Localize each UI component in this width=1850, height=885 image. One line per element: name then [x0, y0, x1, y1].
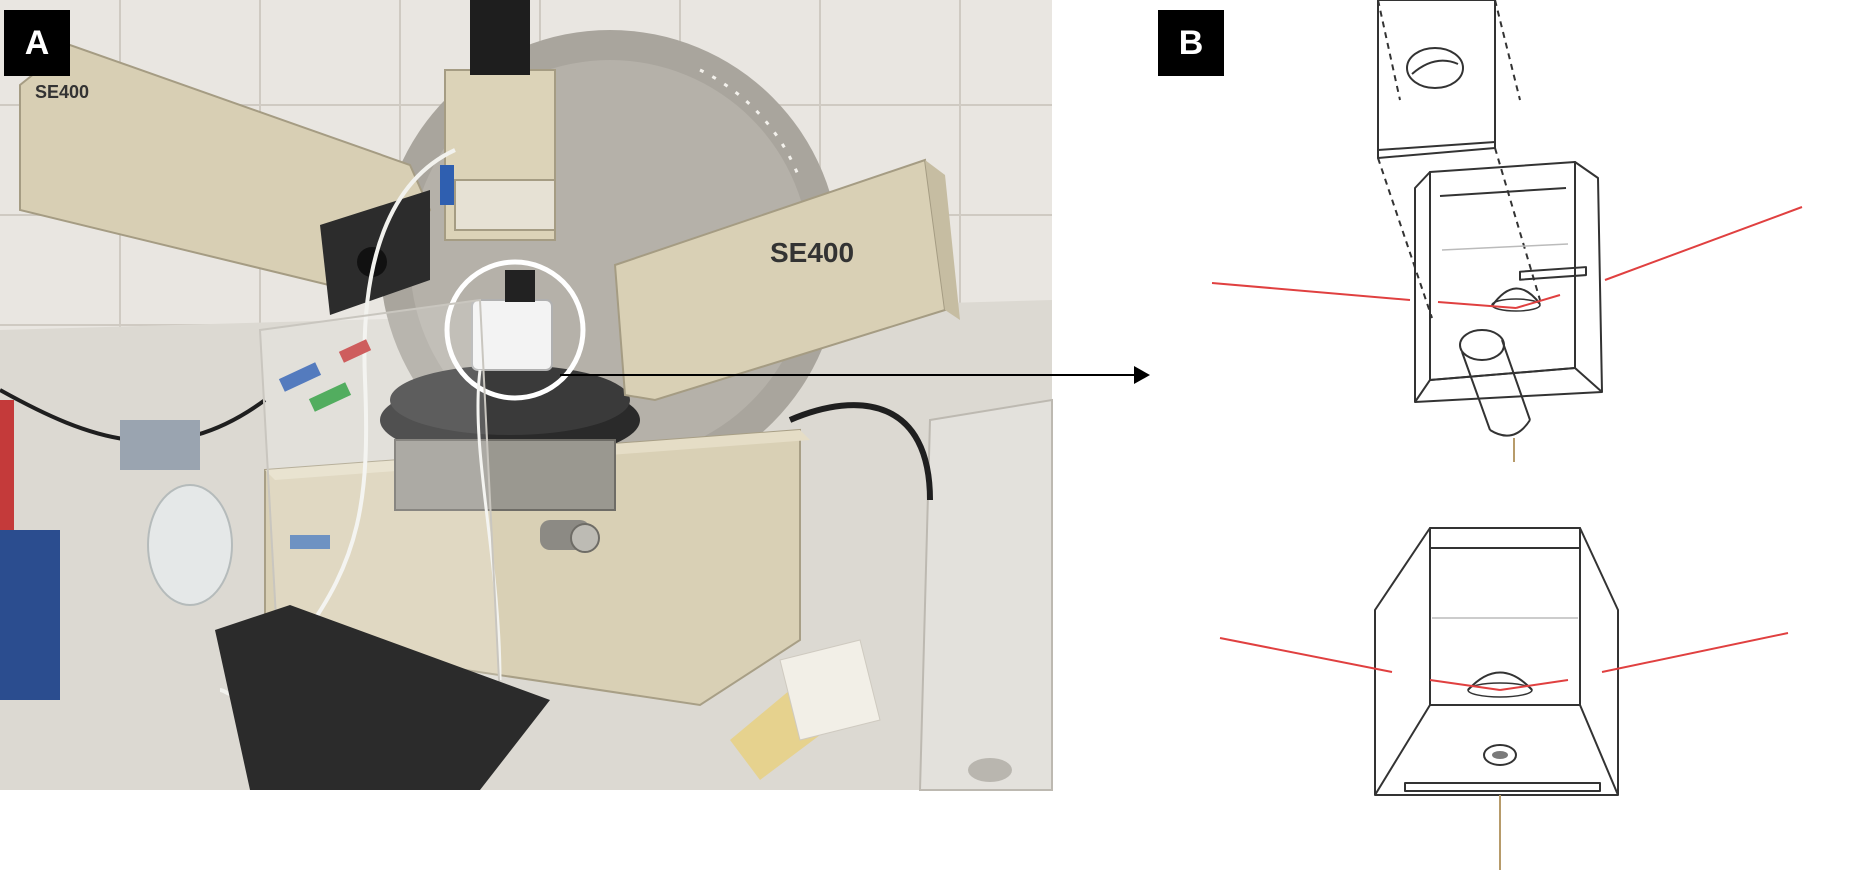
cell-with-lid-drawing	[1377, 0, 1603, 462]
panel-a-photo: SE400 SE400	[0, 0, 1053, 791]
base-badge	[290, 535, 330, 549]
panel-b-schematic	[1211, 0, 1803, 870]
open-cell-drawing	[1374, 527, 1619, 870]
instrument-label-left: SE400	[35, 82, 89, 102]
callout-arrow	[560, 366, 1150, 384]
upper-light-beam	[1211, 206, 1803, 309]
instrument-label-right: SE400	[770, 237, 854, 268]
panel-label-b: B	[1158, 10, 1224, 76]
panel-label-a: A	[4, 10, 70, 76]
lower-light-beam	[1219, 632, 1789, 691]
highlight-circle	[444, 259, 586, 401]
measurement-cell	[471, 299, 553, 371]
